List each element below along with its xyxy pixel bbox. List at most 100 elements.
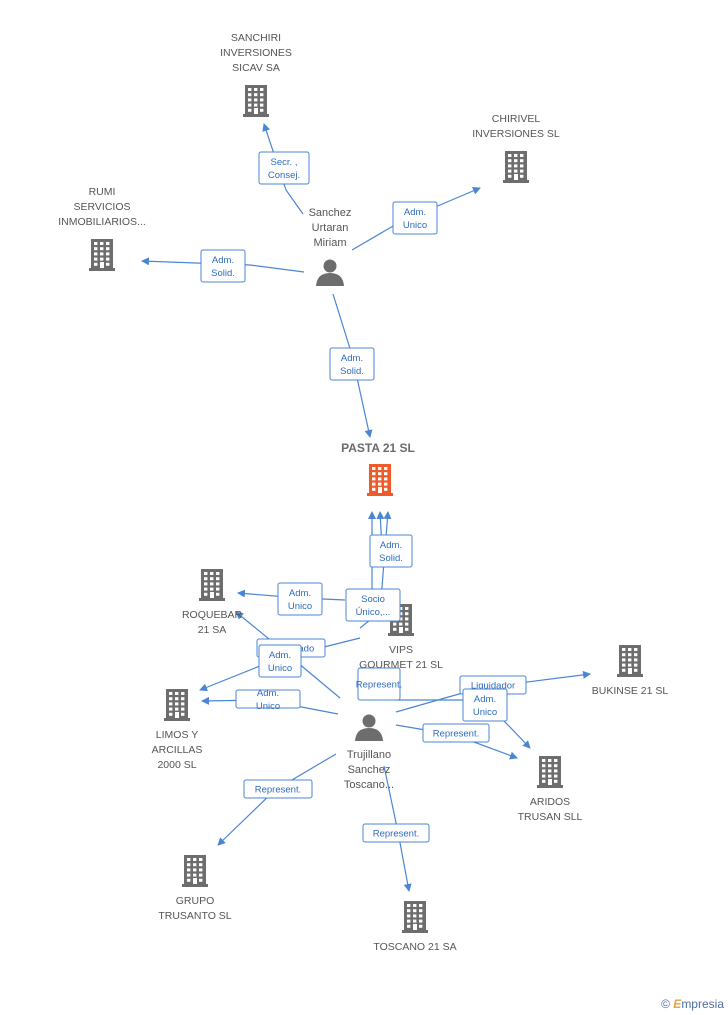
person-node-trujillano[interactable]: TrujillanoSanchezToscano...	[344, 714, 394, 792]
edge-label-text: Represent.	[433, 729, 479, 740]
edge-label-box	[200, 249, 246, 283]
building-icon	[243, 85, 269, 117]
edge-label-text: Socio	[361, 594, 385, 605]
edge-label-e14[interactable]: Represent.	[422, 723, 490, 743]
building-icon	[402, 901, 428, 933]
person-name: Urtaran	[312, 222, 349, 234]
edge-label-e7[interactable]: Adm. Unico	[277, 582, 323, 616]
edge-label-text: Represent.	[373, 829, 419, 840]
edge-label-e9[interactable]: Adm.Unico	[258, 644, 302, 678]
edge-label-box	[369, 534, 413, 568]
company-name: 21 SA	[198, 624, 227, 636]
company-name: GRUPO	[176, 895, 215, 907]
person-name: Miriam	[314, 237, 347, 249]
edge-label-text: Adm.	[341, 353, 363, 364]
edge-label-box	[277, 582, 323, 616]
company-node-bukinse[interactable]: BUKINSE 21 SL	[592, 645, 669, 697]
company-name: BUKINSE 21 SL	[592, 685, 669, 697]
edge-label-box	[258, 644, 302, 678]
edge-label-box	[243, 779, 313, 799]
edge-label-text: Adm.	[289, 588, 311, 599]
edge-label-text: Solid.	[340, 366, 364, 377]
edge-label-text: Unico	[403, 220, 427, 231]
edge-label-box	[235, 689, 301, 709]
company-name: INVERSIONES SL	[472, 128, 560, 140]
edge-label-e2[interactable]: Adm.Unico	[392, 201, 438, 235]
company-name: RUMI	[89, 186, 116, 198]
edge-label-text: Secr. ,	[271, 157, 298, 168]
brand-initial: E	[673, 997, 682, 1011]
company-node-rumi[interactable]: RUMI SERVICIOS INMOBILIARIOS...	[58, 186, 146, 271]
company-name: ROQUEBAR	[182, 609, 243, 621]
company-name: TRUSANTO SL	[158, 910, 231, 922]
empresia-logo: © Empresia	[661, 997, 724, 1011]
center-company-name: PASTA 21 SL	[341, 441, 415, 455]
edge-label-e16[interactable]: Represent.	[362, 823, 430, 843]
edge-label-text: Adm.	[269, 650, 291, 661]
edge-label-text: Unico	[288, 601, 312, 612]
company-name: TRUSAN SLL	[518, 811, 583, 823]
building-icon	[617, 645, 643, 677]
building-icon	[503, 151, 529, 183]
edge-label-text: Represent.	[356, 680, 402, 691]
building-icon	[537, 756, 563, 788]
edge-label-box	[345, 588, 401, 622]
company-node-grupo[interactable]: GRUPO TRUSANTO SL	[158, 855, 232, 922]
copyright-symbol: ©	[661, 997, 670, 1011]
company-name: SANCHIRI	[231, 32, 281, 44]
person-name: Trujillano	[347, 749, 391, 761]
edge-label-text: Liquidador	[471, 681, 515, 692]
edge-label-e11[interactable]: Adm. Unico	[235, 688, 301, 712]
person-name: Sanchez	[309, 207, 352, 219]
edge-label-box	[362, 823, 430, 843]
company-name: INMOBILIARIOS...	[58, 216, 146, 228]
company-node-aridos[interactable]: ARIDOS TRUSAN SLL	[518, 756, 583, 823]
edge-label-e15[interactable]: Represent.	[243, 779, 313, 799]
building-icon	[164, 689, 190, 721]
edge-label-text: Único,...	[356, 607, 391, 618]
building-icon	[388, 604, 414, 636]
company-node-roquebar[interactable]: ROQUEBAR 21 SA	[182, 569, 243, 636]
edge-label-text: Solid.	[211, 268, 235, 279]
company-name: ARCILLAS	[152, 744, 203, 756]
building-icon	[89, 239, 115, 271]
edge-label-e1[interactable]: Secr. , Consej.	[258, 151, 310, 185]
company-node-toscano[interactable]: TOSCANO 21 SA	[373, 901, 457, 953]
building-icon	[367, 464, 393, 496]
brand-name: mpresia	[681, 997, 724, 1011]
person-name: Toscano...	[344, 779, 394, 791]
edge-e15	[217, 753, 337, 846]
edge-label-e6[interactable]: SocioÚnico,...	[345, 588, 401, 622]
edge-label-box	[392, 201, 438, 235]
building-icon	[182, 855, 208, 887]
company-name: TOSCANO 21 SA	[373, 941, 456, 953]
edge-label-text: Adm.	[257, 688, 279, 699]
edge-label-text: Consej.	[268, 170, 300, 181]
edge-label-e10[interactable]: Represent.	[356, 667, 402, 701]
edge-e3	[141, 257, 305, 273]
edge-label-text: Adm.	[474, 694, 496, 705]
edge-label-text: Unico	[473, 707, 497, 718]
company-name: 2000 SL	[157, 759, 196, 771]
edge-label-box	[357, 667, 401, 701]
edge-label-e4[interactable]: Adm. Solid.	[329, 347, 375, 381]
edge-label-box	[462, 688, 508, 722]
edge-label-e5[interactable]: Adm.Solid.	[369, 534, 413, 568]
company-name: VIPS	[389, 644, 413, 656]
edge-label-text: Unico	[256, 701, 280, 712]
edge-label-box	[329, 347, 375, 381]
edge-label-text: Solid.	[379, 553, 403, 564]
person-icon	[316, 259, 344, 286]
company-name: SERVICIOS	[74, 201, 131, 213]
edge-label-box	[258, 151, 310, 185]
edge-label-e3[interactable]: Adm.Solid.	[200, 249, 246, 283]
company-name: ARIDOS	[530, 796, 570, 808]
center-company-node[interactable]: PASTA 21 SL	[341, 441, 415, 496]
edge-label-e13[interactable]: Adm. Unico	[462, 688, 508, 722]
